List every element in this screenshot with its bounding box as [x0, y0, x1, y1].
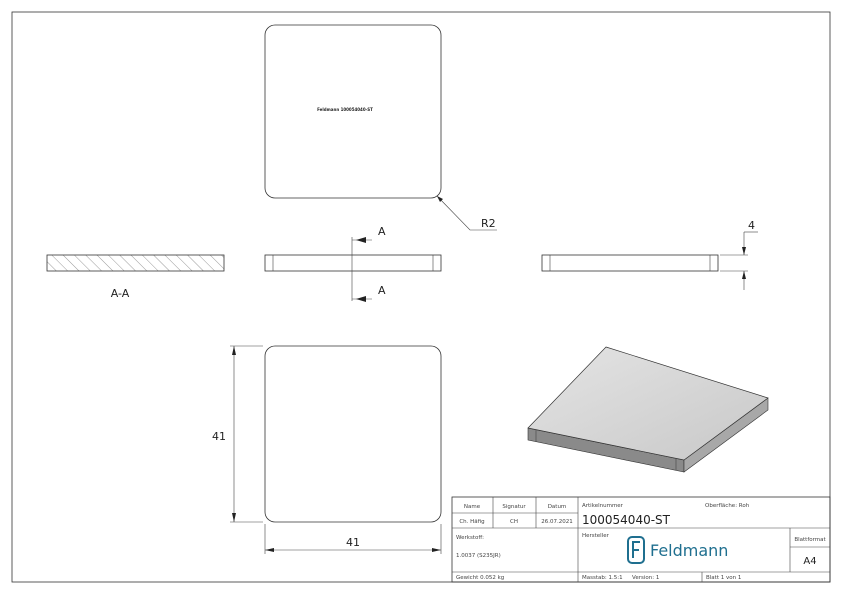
section-label: A-A: [111, 287, 130, 300]
drawn-by: Ch. Häfig: [459, 519, 484, 525]
bottom-view: [264, 345, 442, 523]
datum-header: Datum: [548, 504, 567, 510]
cut-letter-bottom: A: [378, 284, 386, 297]
werkstoff-label: Werkstoff:: [456, 535, 484, 541]
material: 1.0037 (S235JR): [456, 553, 501, 559]
weight: Gewicht 0.052 kg: [456, 575, 504, 581]
radius-arrow: [437, 196, 443, 202]
date: 26.07.2021: [541, 519, 573, 525]
version: Version: 1: [632, 575, 659, 581]
artikelnummer-label: Artikelnummer: [582, 503, 624, 509]
signatur-header: Signatur: [502, 504, 526, 510]
radius-leader: [436, 195, 497, 231]
logo-text: Feldmann: [650, 541, 728, 560]
signature: CH: [510, 519, 518, 525]
radius-label: R2: [481, 217, 496, 230]
name-header: Name: [464, 504, 481, 510]
cut-arrow-top: [356, 237, 366, 243]
scale: Masstab: 1.5:1: [582, 575, 623, 581]
sheet-format: A4: [803, 556, 816, 567]
section-view: [46, 254, 225, 272]
title-block: [451, 496, 831, 583]
sheet-border: [11, 11, 831, 583]
width-dimension: 41: [346, 536, 360, 549]
hersteller-label: Hersteller: [582, 533, 610, 539]
cut-arrow-bottom: [356, 296, 366, 302]
engraving-text: Feldmann 100054040-ST: [317, 107, 373, 112]
height-dimension: 41: [212, 430, 226, 443]
surface: Oberfläche: Roh: [705, 503, 750, 509]
front-view: [264, 254, 442, 272]
article-number: 100054040-ST: [582, 513, 671, 527]
blattformat-label: Blattformat: [794, 537, 826, 543]
top-view: [264, 24, 442, 199]
thickness-dimension: 4: [748, 219, 755, 232]
side-view: [541, 254, 719, 272]
sheet-number: Blatt 1 von 1: [706, 575, 741, 581]
isometric-view: [527, 346, 769, 473]
cut-letter-top: A: [378, 225, 386, 238]
feldmann-logo-icon: [627, 536, 645, 564]
